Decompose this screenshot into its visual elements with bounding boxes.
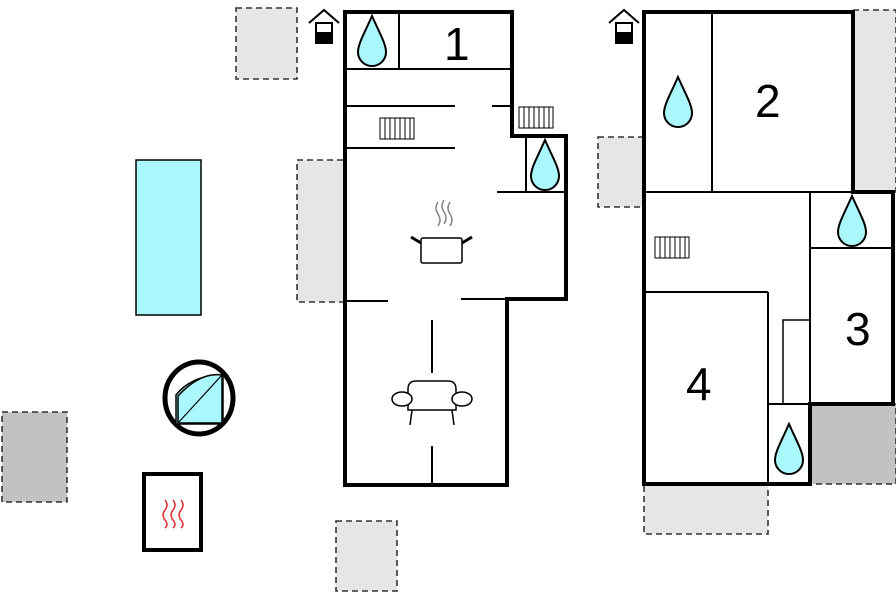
terrace-house2-left bbox=[597, 136, 645, 208]
terrace-left-mid bbox=[296, 159, 346, 303]
entrance-markers bbox=[308, 8, 640, 44]
radiator-icon bbox=[518, 106, 554, 129]
terrace-house2-bottom bbox=[643, 483, 769, 535]
house-entrance-icon bbox=[608, 8, 640, 44]
terrace-house2-right-top bbox=[852, 9, 896, 193]
sofa-icon bbox=[391, 380, 473, 426]
terrace-far-left bbox=[1, 411, 68, 503]
terrace-top-left bbox=[235, 7, 298, 80]
swimming-pool bbox=[135, 159, 202, 316]
terraces bbox=[1, 7, 896, 592]
room-label-2: 2 bbox=[755, 75, 781, 127]
radiator-icon bbox=[654, 236, 690, 259]
water-drops bbox=[356, 13, 868, 475]
room-label-1: 1 bbox=[444, 18, 470, 70]
terrace-house2-right-bottom bbox=[809, 403, 896, 485]
cooking-pot-icon bbox=[410, 199, 473, 264]
radiators bbox=[379, 106, 690, 259]
room-label-3: 3 bbox=[845, 303, 871, 355]
hot-tub-icon bbox=[162, 359, 236, 437]
water-drop-icon bbox=[836, 193, 868, 247]
house-1-outer-wall bbox=[343, 10, 568, 487]
sauna-heat-icon bbox=[142, 472, 203, 552]
water-drop-icon bbox=[529, 137, 561, 191]
water-drop-icon bbox=[773, 421, 805, 475]
water-drop-icon bbox=[662, 74, 694, 128]
house-2 bbox=[642, 10, 895, 486]
house-entrance-icon bbox=[308, 8, 340, 44]
terrace-bottom-center bbox=[335, 520, 398, 592]
house-1 bbox=[343, 10, 568, 487]
room-label-4: 4 bbox=[686, 358, 712, 410]
radiator-icon bbox=[379, 117, 415, 140]
water-drop-icon bbox=[356, 13, 388, 67]
house-2-outer-wall bbox=[642, 10, 895, 486]
